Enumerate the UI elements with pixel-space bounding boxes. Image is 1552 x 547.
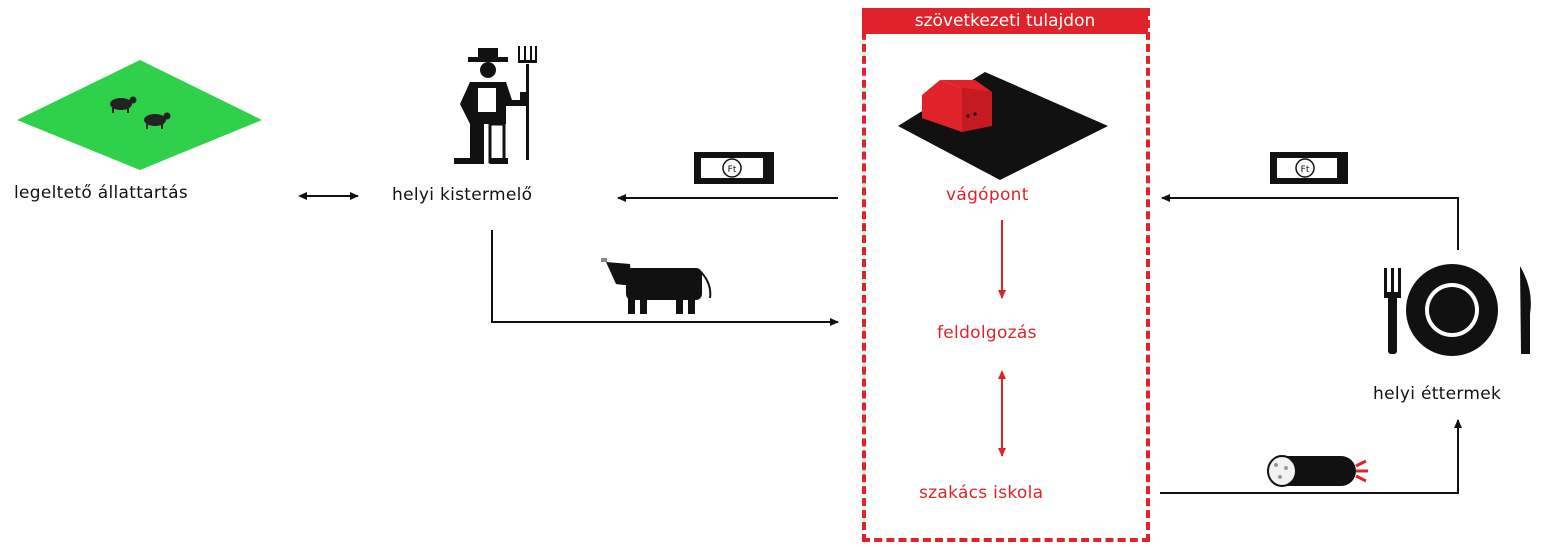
node-farmer-label: helyi kistermelő (392, 185, 533, 205)
cooperative-boundary (862, 8, 1150, 542)
node-grazing-label: legeltető állattartás (14, 183, 189, 203)
node-slaughter-label: vágópont (946, 185, 1029, 205)
farmer-icon (454, 46, 537, 164)
sausage-icon (1267, 455, 1368, 487)
arrow-school-to-restaurants (1160, 419, 1462, 494)
money-label: Ft (1301, 165, 1310, 175)
money-icon: Ft (694, 152, 774, 184)
arrow-farmer-to-coop (491, 230, 839, 326)
cooperative-title: szövetkezeti tulajdon (862, 8, 1148, 34)
money-icon: Ft (1270, 152, 1348, 184)
pasture-icon (17, 60, 262, 170)
cow-icon (601, 258, 712, 314)
arrow-restaurants-to-slaughter (1161, 194, 1459, 250)
node-restaurants-label: helyi éttermek (1373, 384, 1502, 404)
node-school-label: szakács iskola (919, 483, 1044, 503)
money-label: Ft (728, 165, 737, 175)
slaughterhouse-icon (898, 72, 1108, 180)
plate-cutlery-icon (1384, 264, 1531, 356)
node-processing-label: feldolgozás (937, 323, 1037, 343)
